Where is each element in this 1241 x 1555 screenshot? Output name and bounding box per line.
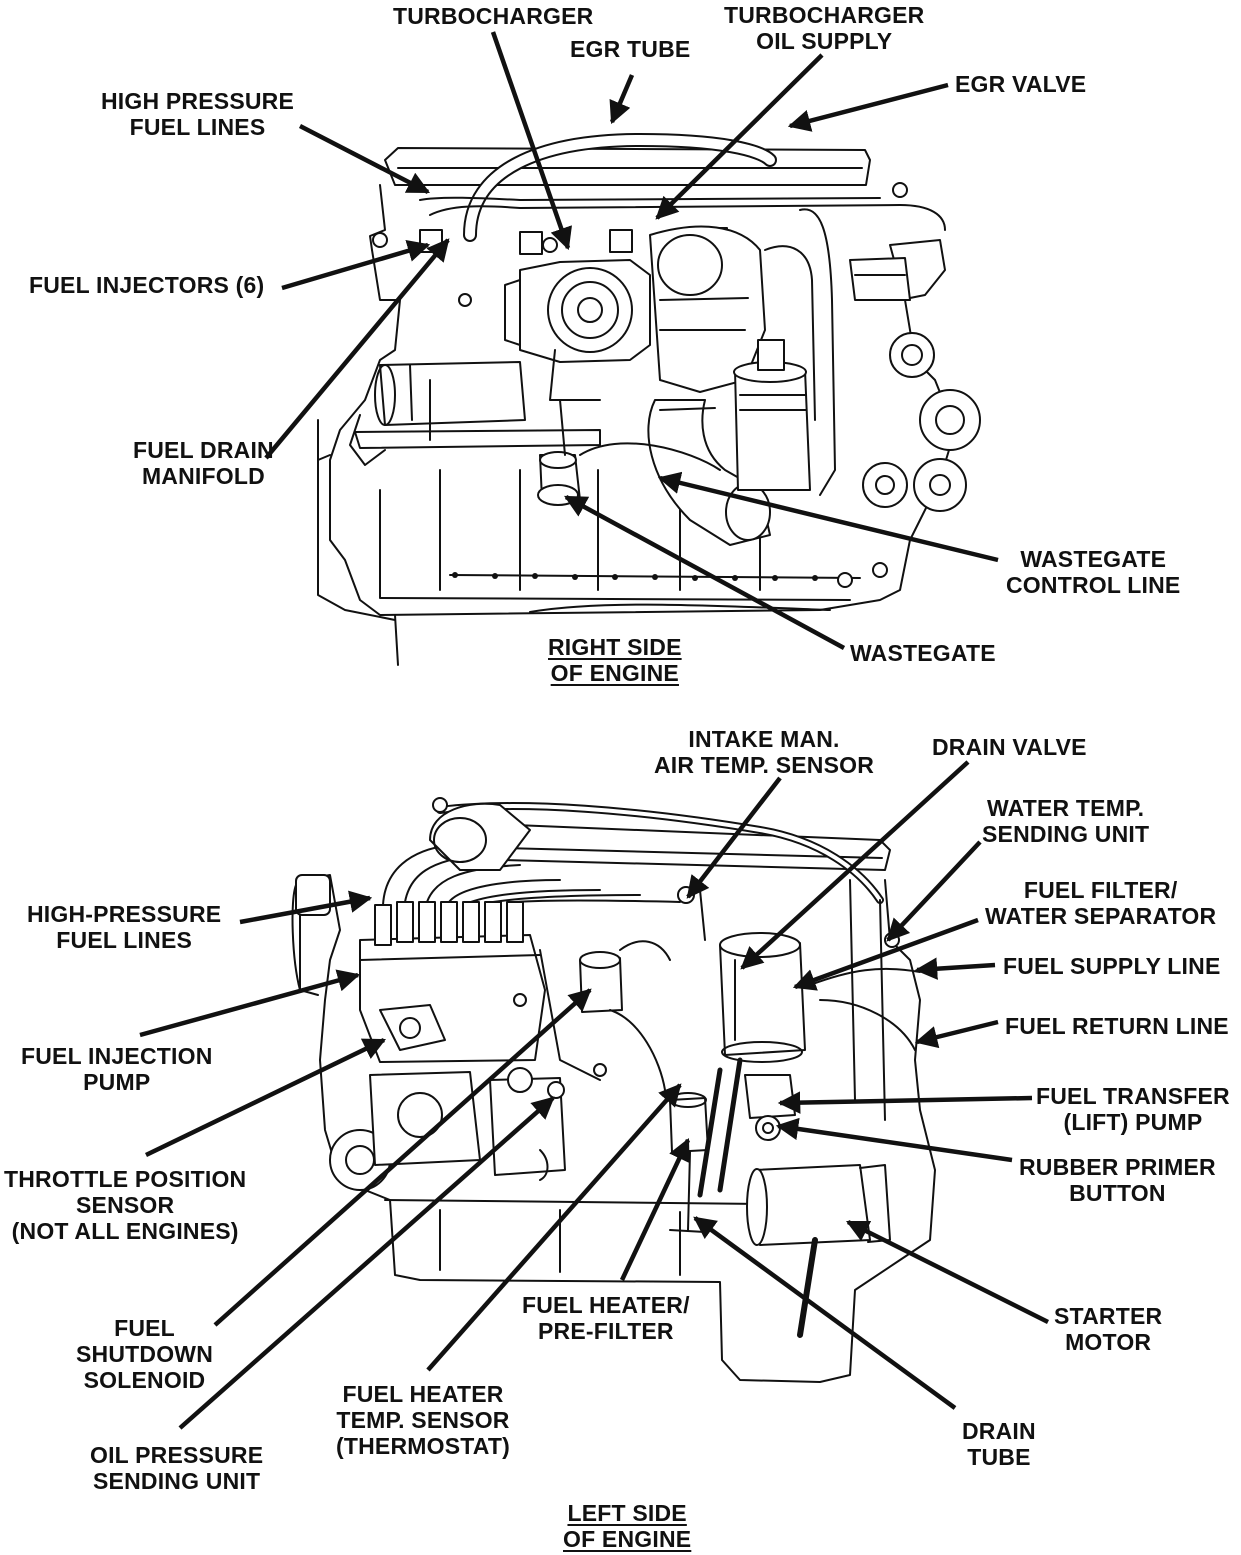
label-turbocharger: TURBOCHARGER	[393, 3, 593, 29]
label-fuel-drain-manifold: FUEL DRAIN MANIFOLD	[133, 437, 274, 489]
caption-line: RIGHT SIDE	[548, 634, 682, 660]
label-line: FUEL HEATER	[342, 1381, 504, 1407]
label-water-temp-sending-unit: WATER TEMP. SENDING UNIT	[982, 795, 1149, 847]
label-line: SENDING UNIT	[982, 821, 1150, 847]
label-egr-tube: EGR TUBE	[570, 36, 690, 62]
label-fuel-supply-line: FUEL SUPPLY LINE	[1003, 953, 1221, 979]
label-wastegate: WASTEGATE	[850, 640, 996, 666]
label-line: EGR TUBE	[570, 36, 691, 62]
label-line: WATER SEPARATOR	[985, 903, 1217, 929]
label-line: TUBE	[967, 1444, 1031, 1470]
label-line: OIL PRESSURE	[90, 1442, 264, 1468]
caption-line: LEFT SIDE	[567, 1500, 687, 1526]
label-line: FUEL INJECTION	[21, 1043, 213, 1069]
label-line: WASTEGATE	[850, 640, 996, 666]
label-line: FUEL INJECTORS (6)	[29, 272, 265, 298]
label-drain-tube: DRAIN TUBE	[962, 1418, 1036, 1470]
label-line: MOTOR	[1065, 1329, 1152, 1355]
label-line: PRE-FILTER	[537, 1318, 674, 1344]
label-line: CONTROL LINE	[1006, 572, 1181, 598]
label-line: TURBOCHARGER	[393, 3, 594, 29]
label-egr-valve: EGR VALVE	[955, 71, 1086, 97]
label-line: EGR VALVE	[955, 71, 1087, 97]
label-high-pressure-fuel-lines: HIGH PRESSURE FUEL LINES	[101, 88, 294, 140]
label-wastegate-control-line: WASTEGATE CONTROL LINE	[1006, 546, 1180, 598]
label-line: (LIFT) PUMP	[1063, 1109, 1203, 1135]
label-fuel-injectors: FUEL INJECTORS (6)	[29, 272, 264, 298]
caption-line: OF ENGINE	[550, 660, 679, 686]
label-line: FUEL RETURN LINE	[1005, 1013, 1229, 1039]
label-line: STARTER	[1054, 1303, 1163, 1329]
label-throttle-position-sensor: THROTTLE POSITION SENSOR (NOT ALL ENGINE…	[4, 1166, 246, 1244]
label-oil-pressure-sending-unit: OIL PRESSURE SENDING UNIT	[90, 1442, 263, 1494]
label-fuel-heater-pre-filter: FUEL HEATER/ PRE-FILTER	[522, 1292, 690, 1344]
label-line: FUEL LINES	[129, 114, 266, 140]
label-line: FUEL TRANSFER	[1036, 1083, 1230, 1109]
label-line: RUBBER PRIMER	[1019, 1154, 1216, 1180]
label-rubber-primer-button: RUBBER PRIMER BUTTON	[1019, 1154, 1216, 1206]
label-line: FUEL	[114, 1315, 175, 1341]
label-starter-motor: STARTER MOTOR	[1054, 1303, 1162, 1355]
caption-line: OF ENGINE	[563, 1526, 692, 1552]
label-line: SOLENOID	[83, 1367, 206, 1393]
label-line: PUMP	[83, 1069, 151, 1095]
label-line: FUEL HEATER/	[522, 1292, 690, 1318]
label-line: FUEL DRAIN	[133, 437, 274, 463]
label-line: AIR TEMP. SENSOR	[654, 752, 875, 778]
caption-right-side: RIGHT SIDE OF ENGINE	[548, 634, 682, 686]
label-line: OIL SUPPLY	[756, 28, 893, 54]
label-line: (NOT ALL ENGINES)	[11, 1218, 239, 1244]
label-line: FUEL LINES	[56, 927, 193, 953]
label-line: FUEL FILTER/	[1023, 877, 1178, 903]
label-line: DRAIN VALVE	[932, 734, 1087, 760]
label-fuel-heater-temp-sensor: FUEL HEATER TEMP. SENSOR (THERMOSTAT)	[336, 1381, 510, 1459]
label-line: BUTTON	[1069, 1180, 1166, 1206]
label-drain-valve: DRAIN VALVE	[932, 734, 1087, 760]
label-line: DRAIN	[962, 1418, 1036, 1444]
label-line: WASTEGATE	[1020, 546, 1167, 572]
label-line: TURBOCHARGER	[724, 2, 925, 28]
label-fuel-injection-pump: FUEL INJECTION PUMP	[21, 1043, 213, 1095]
caption-left-side: LEFT SIDE OF ENGINE	[563, 1500, 691, 1552]
label-line: SHUTDOWN	[76, 1341, 214, 1367]
left-engine-drawing	[291, 797, 936, 1383]
right-engine-drawing	[317, 133, 981, 666]
label-fuel-return-line: FUEL RETURN LINE	[1005, 1013, 1229, 1039]
label-line: SENDING UNIT	[93, 1468, 261, 1494]
label-line: (THERMOSTAT)	[336, 1433, 511, 1459]
label-fuel-filter-water-separator: FUEL FILTER/ WATER SEPARATOR	[985, 877, 1216, 929]
label-high-pressure-fuel-lines-left: HIGH-PRESSURE FUEL LINES	[27, 901, 221, 953]
label-line: FUEL SUPPLY LINE	[1003, 953, 1221, 979]
label-fuel-shutdown-solenoid: FUEL SHUTDOWN SOLENOID	[76, 1315, 213, 1393]
label-turbocharger-oil-supply: TURBOCHARGER OIL SUPPLY	[724, 2, 924, 54]
label-line: WATER TEMP.	[987, 795, 1145, 821]
label-fuel-transfer-pump: FUEL TRANSFER (LIFT) PUMP	[1036, 1083, 1230, 1135]
leader-lines	[139, 31, 1050, 1430]
label-line: HIGH PRESSURE	[101, 88, 295, 114]
label-line: THROTTLE POSITION	[4, 1166, 247, 1192]
label-intake-air-temp-sensor: INTAKE MAN. AIR TEMP. SENSOR	[654, 726, 874, 778]
label-line: MANIFOLD	[141, 463, 265, 489]
label-line: SENSOR	[76, 1192, 175, 1218]
label-line: TEMP. SENSOR	[336, 1407, 510, 1433]
label-line: INTAKE MAN.	[688, 726, 840, 752]
label-line: HIGH-PRESSURE	[27, 901, 222, 927]
